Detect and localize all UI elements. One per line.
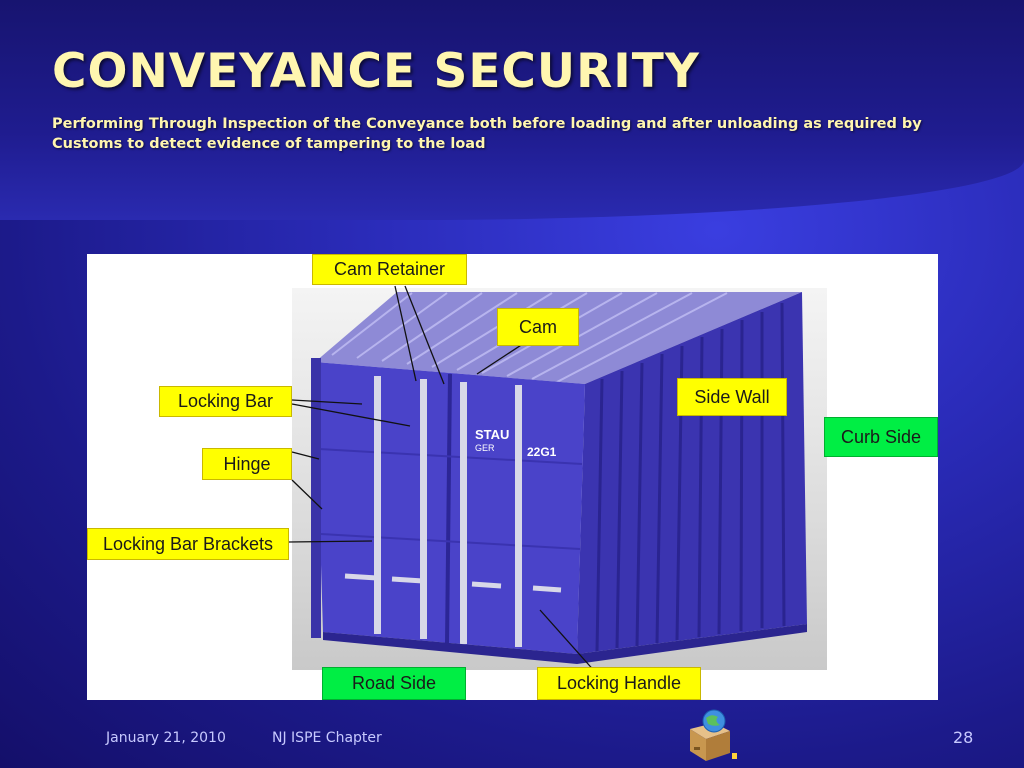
- callout-hinge: Hinge: [202, 448, 292, 480]
- callout-locking-bar-brackets: Locking Bar Brackets: [87, 528, 289, 560]
- callout-leader-lines: [288, 285, 598, 675]
- globe-box-icon: [690, 709, 737, 761]
- container-code: STAU: [475, 427, 509, 442]
- bottom-rail: [323, 624, 807, 664]
- locking-handles: [344, 573, 562, 593]
- container-figure: STAU GER 22G1 Cam Retainer Cam Locking B…: [87, 254, 938, 700]
- page-number: 28: [953, 728, 974, 747]
- callout-curb-side: Curb Side: [824, 417, 938, 457]
- callout-cam-retainer: Cam Retainer: [312, 254, 467, 285]
- footer-organization: NJ ISPE Chapter: [272, 730, 382, 746]
- container-illustration: STAU GER 22G1: [288, 285, 807, 675]
- callout-locking-handle: Locking Handle: [537, 667, 701, 700]
- container-type-code: 22G1: [527, 445, 557, 459]
- container-country: GER: [475, 443, 495, 453]
- callout-cam: Cam: [497, 308, 579, 346]
- locking-bars: [374, 376, 522, 647]
- door-panels: [318, 448, 583, 550]
- footer-date: January 21, 2010: [106, 730, 226, 746]
- header-band: [0, 0, 1024, 220]
- slide-title: CONVEYANCE SECURITY: [52, 44, 700, 99]
- door-seam: [445, 373, 452, 645]
- callout-side-wall: Side Wall: [677, 378, 787, 416]
- callout-road-side: Road Side: [322, 667, 466, 700]
- callout-locking-bar: Locking Bar: [159, 386, 292, 417]
- slide-subtitle: Performing Through Inspection of the Con…: [52, 116, 922, 152]
- left-corner-post: [311, 358, 321, 638]
